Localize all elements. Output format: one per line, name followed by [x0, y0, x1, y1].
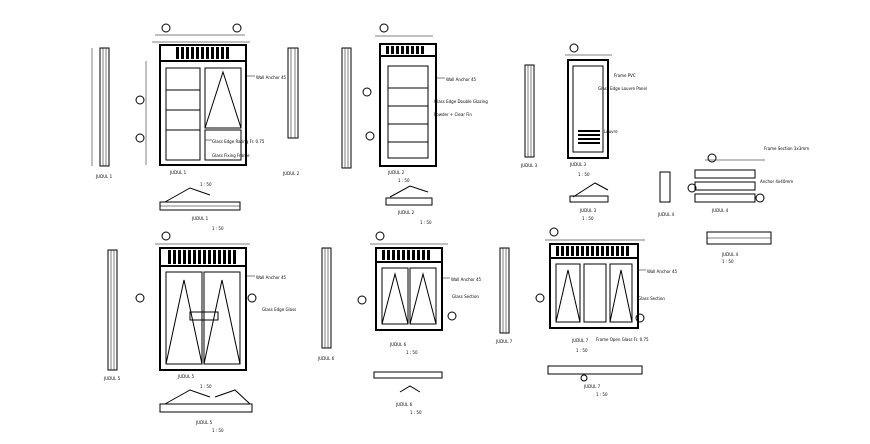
scale-d: 1 : 50 [722, 259, 734, 264]
label-g-note1: Glass Section [638, 296, 665, 301]
scale-f: 1 : 50 [406, 350, 418, 355]
elevation-g: Wall Anchor 45 Glass Section Frame Open … [495, 227, 678, 397]
label-f-note1: Glass Section [452, 294, 479, 299]
label-c-note2: Glass Edge Louvre Panel [598, 86, 647, 91]
scale-g: 1 : 50 [576, 348, 588, 353]
caption-a-plan: JUDUL 1 [191, 216, 209, 221]
caption-d: JUDUL 4 [657, 212, 675, 217]
caption-a-side: JUDUL 1 [95, 174, 113, 179]
scale-c: 1 : 50 [578, 172, 590, 177]
caption-d-plan: JUDUL 4 [721, 252, 739, 257]
label-b-note1: Glass Edge Double Glazing [434, 99, 488, 104]
label-g-anchor: Wall Anchor 45 [647, 269, 678, 274]
scale-a: 1 : 50 [200, 182, 212, 187]
caption-g: JUDUL 7 [571, 338, 589, 343]
scale-g-plan: 1 : 50 [596, 392, 608, 397]
caption-b-side: JUDUL 2 [282, 171, 300, 176]
label-g-note2: Frame Open Glass Fr. 0.75 [596, 337, 649, 342]
caption-c-side: JUDUL 3 [520, 163, 538, 168]
elevation-c: Frame PVC Glass Edge Louvre Panel Louvre… [520, 43, 647, 221]
caption-a: JUDUL 1 [169, 170, 187, 175]
detail-d: Frame Section 3x3mm Anchor 4x40mm JUDUL … [657, 146, 809, 264]
caption-c-plan: JUDUL 3 [579, 208, 597, 213]
label-e-note1: Glass Edge Glass [262, 307, 296, 312]
scale-b: 1 : 50 [398, 178, 410, 183]
elevation-b: Wall Anchor 45 Glass Edge Double Glazing… [282, 23, 488, 225]
caption-e-plan: JUDUL 5 [195, 420, 213, 425]
elevation-a: Wall Anchor 45 Glass Edge Rating Fr. 0.7… [91, 23, 287, 231]
scale-c-plan: 1 : 50 [582, 216, 594, 221]
label-a-anchor: Wall Anchor 45 [256, 75, 287, 80]
label-b-anchor: Wall Anchor 45 [446, 77, 477, 82]
caption-d-2: JUDUL 4 [711, 208, 729, 213]
label-a-note2: Glass Fixing Frame [212, 153, 250, 158]
caption-g-side: JUDUL 7 [495, 339, 513, 344]
label-a-note1: Glass Edge Rating Fr. 0.75 [212, 139, 265, 144]
scale-a-plan: 1 : 50 [212, 226, 224, 231]
caption-f-plan: JUDUL 6 [395, 402, 413, 407]
label-b-note2: Powder + Clear Fin [434, 112, 472, 117]
caption-f-side: JUDUL 6 [317, 356, 335, 361]
scale-b-plan: 1 : 50 [420, 220, 432, 225]
caption-b-plan: JUDUL 2 [397, 210, 415, 215]
caption-c: JUDUL 3 [569, 162, 587, 167]
scale-e: 1 : 50 [200, 384, 212, 389]
elevation-e: Wall Anchor 45 Glass Edge Glass JUDUL 5 … [103, 231, 296, 433]
label-f-anchor: Wall Anchor 45 [451, 277, 482, 282]
label-c-note1: Frame PVC [614, 73, 636, 78]
scale-f-plan: 1 : 50 [410, 410, 422, 415]
caption-b: JUDUL 2 [387, 170, 405, 175]
elevation-f: Wall Anchor 45 Glass Section JUDUL 6 JUD… [317, 231, 482, 415]
caption-f: JUDUL 6 [389, 342, 407, 347]
label-c-note3: Louvre [604, 129, 618, 134]
label-d-note1: Frame Section 3x3mm [764, 146, 809, 151]
scale-e-plan: 1 : 50 [212, 428, 224, 433]
caption-e-side: JUDUL 5 [103, 376, 121, 381]
caption-e: JUDUL 5 [177, 374, 195, 379]
label-e-anchor: Wall Anchor 45 [256, 275, 287, 280]
caption-g-plan: JUDUL 7 [583, 384, 601, 389]
label-d-note2: Anchor 4x40mm [760, 179, 793, 184]
